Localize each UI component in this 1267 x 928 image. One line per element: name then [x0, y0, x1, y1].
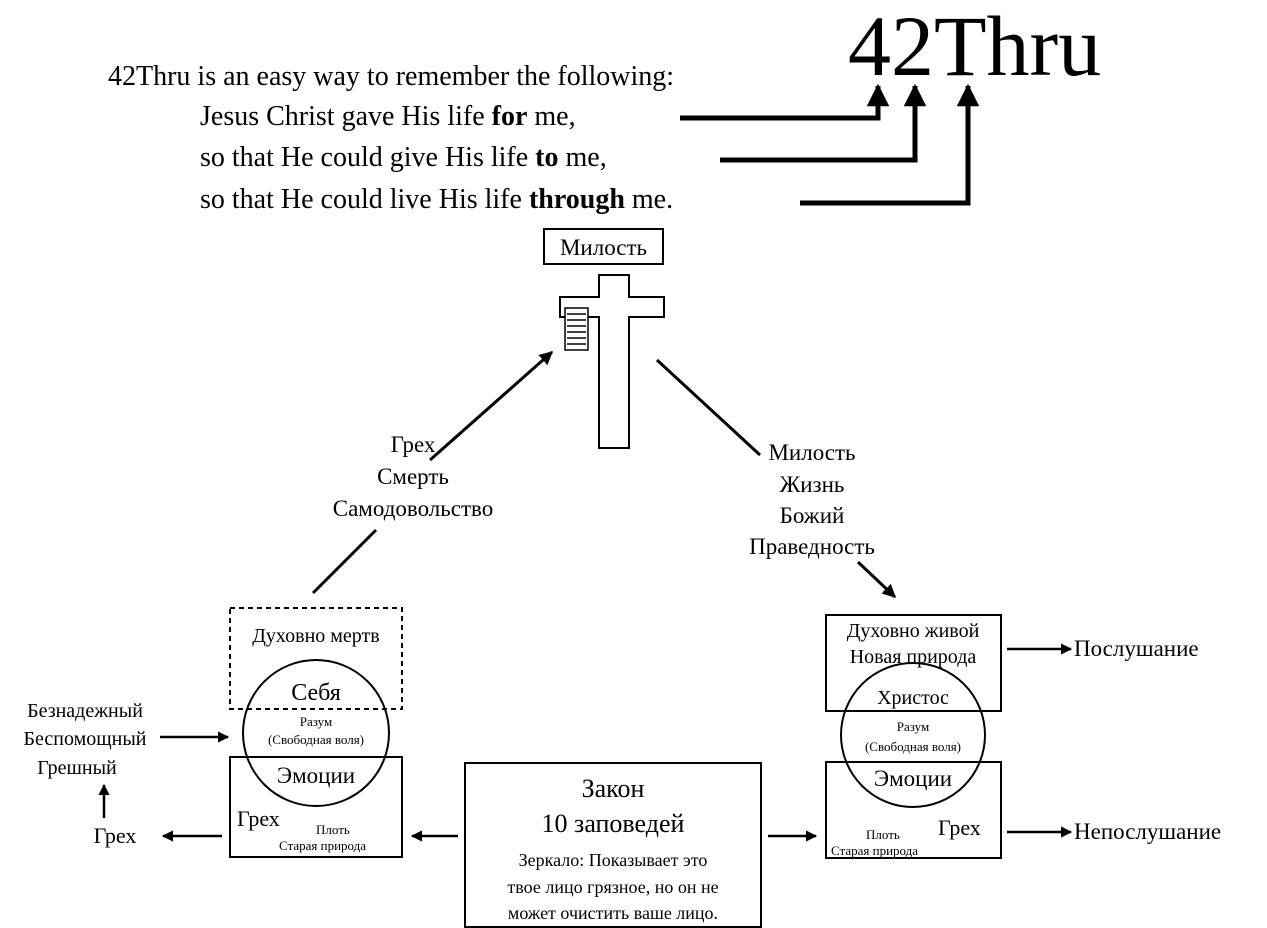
line-through: so that He could live His life through m…: [200, 184, 673, 215]
spiritually-alive-box: [825, 614, 1002, 712]
right-flesh-box: [825, 761, 1002, 859]
arrow-for-to-4: [680, 83, 890, 121]
left-sin-result: Грех: [94, 823, 137, 848]
right-path-line-upper: [655, 358, 762, 457]
right-path-gods: Божий: [780, 503, 845, 528]
right-soul-circle: [840, 662, 986, 808]
intro-text: 42Thru is an easy way to remember the fo…: [108, 61, 674, 92]
cross-icon: [559, 274, 665, 449]
line-through-post: me.: [625, 184, 673, 215]
logo-42thru: 42Thru: [848, 0, 1101, 94]
right-mind-label: Разум: [897, 719, 929, 734]
right-emotions-label: Эмоции: [874, 766, 952, 791]
right-sin-label: Грех: [938, 815, 981, 840]
line-for-pre: Jesus Christ gave His life: [200, 101, 492, 132]
grace-box: [543, 228, 664, 265]
right-path-righteousness: Праведность: [749, 534, 875, 559]
left-path-line-lower: [311, 528, 378, 595]
christ-label: Христос: [877, 687, 949, 709]
line-for-post: me,: [527, 101, 575, 132]
grace-label: Милость: [560, 235, 647, 260]
left-path-sin: Грех: [391, 432, 436, 457]
right-flesh-label: Плоть: [866, 827, 900, 842]
left-path-arrow: [429, 350, 554, 462]
right-path-life: Жизнь: [780, 472, 845, 497]
law-subtitle: 10 заповедей: [542, 809, 685, 838]
spiritually-dead-label: Духовно мертв: [252, 625, 379, 647]
arrow-to-to-2: [720, 83, 927, 163]
left-path-self-righteousness: Самодовольство: [333, 496, 493, 521]
new-nature-label: Новая природа: [850, 646, 977, 668]
hopeless-label: Безнадежный: [27, 700, 143, 722]
spiritually-alive-label: Духовно живой: [847, 620, 980, 642]
helpless-label: Беспомощный: [24, 728, 147, 750]
left-soul-circle: [242, 659, 390, 807]
spiritually-dead-box: [229, 607, 403, 710]
left-emotions-label: Эмоции: [277, 763, 355, 788]
left-mind-label: Разум: [300, 714, 332, 729]
line-to-pre: so that He could give His life: [200, 142, 535, 173]
left-flesh-label: Плоть: [316, 822, 350, 837]
line-for: Jesus Christ gave His life for me,: [200, 101, 576, 132]
right-old-nature-label: Старая природа: [831, 843, 918, 858]
disobedience-label: Непослушание: [1074, 819, 1221, 844]
law-mirror-line1: Зеркало: Показывает это: [519, 850, 708, 870]
law-mirror-line2: твое лицо грязное, но он не: [507, 877, 718, 897]
right-path-arrow: [856, 560, 897, 599]
left-flesh-box: [229, 756, 403, 858]
obedience-label: Послушание: [1074, 636, 1199, 661]
left-old-nature-label: Старая природа: [279, 838, 366, 853]
law-box: [464, 762, 762, 928]
line-through-bold: through: [529, 184, 625, 215]
right-path-grace: Милость: [768, 440, 855, 465]
left-path-death: Смерть: [377, 464, 449, 489]
left-sin-label: Грех: [237, 806, 280, 831]
left-self-label: Себя: [291, 680, 341, 706]
line-to-bold: to: [535, 142, 558, 173]
law-title: Закон: [582, 774, 645, 803]
right-will-label: (Свободная воля): [865, 739, 961, 754]
line-to-post: me,: [558, 142, 606, 173]
sinful-label: Грешный: [37, 757, 117, 779]
left-will-label: (Свободная воля): [268, 732, 364, 747]
scroll-icon: [564, 307, 589, 351]
line-to: so that He could give His life to me,: [200, 142, 607, 173]
line-for-bold: for: [492, 101, 528, 132]
law-mirror-line3: может очистить ваше лицо.: [508, 903, 718, 923]
arrow-through-to-thru: [800, 83, 980, 206]
line-through-pre: so that He could live His life: [200, 184, 529, 215]
